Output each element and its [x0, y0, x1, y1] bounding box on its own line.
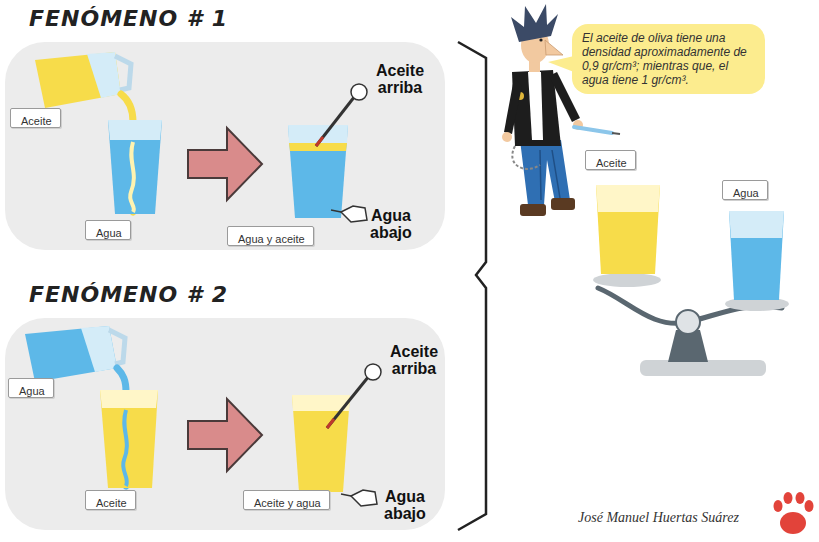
character — [520, 140, 570, 205]
paw-logo — [784, 492, 793, 504]
bracket — [458, 42, 486, 530]
paw-logo — [774, 500, 783, 512]
pointing-hand — [341, 206, 367, 222]
water-glass — [108, 120, 162, 214]
dropper-hand — [327, 419, 334, 428]
callout-text: Aceite arriba — [390, 343, 438, 377]
character — [545, 40, 563, 55]
process-arrow — [188, 128, 262, 200]
tag-text: Aceite — [96, 496, 127, 510]
label-tag: Aceite y agua — [243, 490, 330, 510]
tag-text: Agua — [19, 384, 45, 398]
process-arrow — [188, 128, 262, 200]
character — [520, 204, 546, 216]
process-arrow — [188, 399, 262, 471]
dropper-hand — [327, 364, 381, 428]
oil-glass — [123, 410, 127, 486]
water-glass — [729, 211, 784, 300]
speech-tail — [548, 56, 574, 72]
phenomenon-panel: FENÓMENO # 2AguaAceiteAceite y agua — [5, 318, 445, 530]
pointing-hand — [331, 206, 367, 222]
oil-glass — [100, 390, 158, 488]
character — [551, 198, 575, 210]
water-glass — [108, 120, 162, 140]
oil-glass — [596, 185, 660, 212]
result-glass — [288, 125, 348, 143]
oil-glass — [596, 185, 660, 274]
oil-glass — [596, 185, 660, 274]
paw-logo — [805, 500, 814, 512]
character — [574, 127, 612, 133]
result-glass — [288, 125, 348, 218]
callout-text: Agua abajo — [384, 488, 426, 522]
label-tag: Aceite — [10, 108, 61, 128]
pointing-hand — [351, 490, 377, 506]
character — [528, 72, 543, 140]
tag-text: Aceite y agua — [254, 496, 321, 510]
process-arrow — [188, 399, 262, 471]
oil-pitcher — [35, 52, 121, 108]
character — [502, 132, 512, 142]
water-pitcher — [25, 326, 125, 382]
bracket — [458, 42, 486, 530]
character — [539, 38, 542, 41]
label-tag: Agua y aceite — [227, 226, 314, 246]
label-tag: Aceite — [85, 490, 136, 510]
water-glass — [729, 211, 784, 300]
callout-text: Aceite arriba — [376, 62, 424, 96]
tag-text: Aceite — [596, 156, 627, 170]
dropper-hand — [365, 364, 381, 380]
water-pitcher — [25, 326, 117, 382]
oil-glass — [100, 390, 158, 408]
pointing-hand — [341, 494, 351, 496]
label-tag: Agua — [8, 378, 54, 398]
character — [512, 146, 540, 169]
dropper-hand — [316, 137, 323, 146]
panel-heading: FENÓMENO # 2 — [29, 282, 228, 307]
label-tag: Aceite — [585, 150, 636, 170]
speech-bubble: El aceite de oliva tiene una densidad ap… — [572, 24, 765, 94]
character — [511, 4, 558, 42]
label-tag: Agua — [85, 220, 131, 240]
oil-glass — [100, 390, 158, 488]
tag-text: Aceite — [21, 114, 52, 128]
tag-text: Agua — [733, 186, 759, 200]
speech-tail — [548, 56, 574, 72]
panel-heading: FENÓMENO # 1 — [29, 6, 228, 31]
pointing-hand — [341, 490, 377, 506]
character — [540, 150, 560, 200]
dropper-hand — [316, 84, 367, 146]
paw-logo — [774, 492, 814, 534]
oil-pitcher — [35, 52, 131, 108]
paw-logo — [780, 512, 806, 534]
balance-scale — [640, 360, 766, 376]
water-glass — [108, 120, 162, 214]
callout-text: Agua abajo — [370, 207, 412, 241]
balance-scale — [676, 310, 700, 334]
dropper-hand — [351, 84, 367, 100]
character — [612, 133, 620, 134]
water-glass — [729, 211, 784, 238]
balance-scale — [593, 273, 661, 287]
result-glass — [288, 125, 348, 218]
pointing-hand — [331, 210, 341, 212]
character — [504, 78, 522, 134]
tag-text: Agua y aceite — [238, 232, 305, 246]
label-tag: Agua — [722, 180, 768, 200]
oil-pitcher — [115, 56, 131, 90]
water-pitcher — [109, 330, 125, 364]
bubble-text: El aceite de oliva tiene una densidad ap… — [582, 31, 755, 87]
paw-logo — [796, 492, 805, 504]
tag-text: Agua — [96, 226, 122, 240]
dropper-hand — [316, 96, 355, 146]
dropper-hand — [327, 376, 369, 428]
phenomenon-illustration — [5, 318, 445, 530]
author-signature: José Manuel Huertas Suárez — [578, 510, 739, 526]
water-glass — [130, 142, 134, 212]
